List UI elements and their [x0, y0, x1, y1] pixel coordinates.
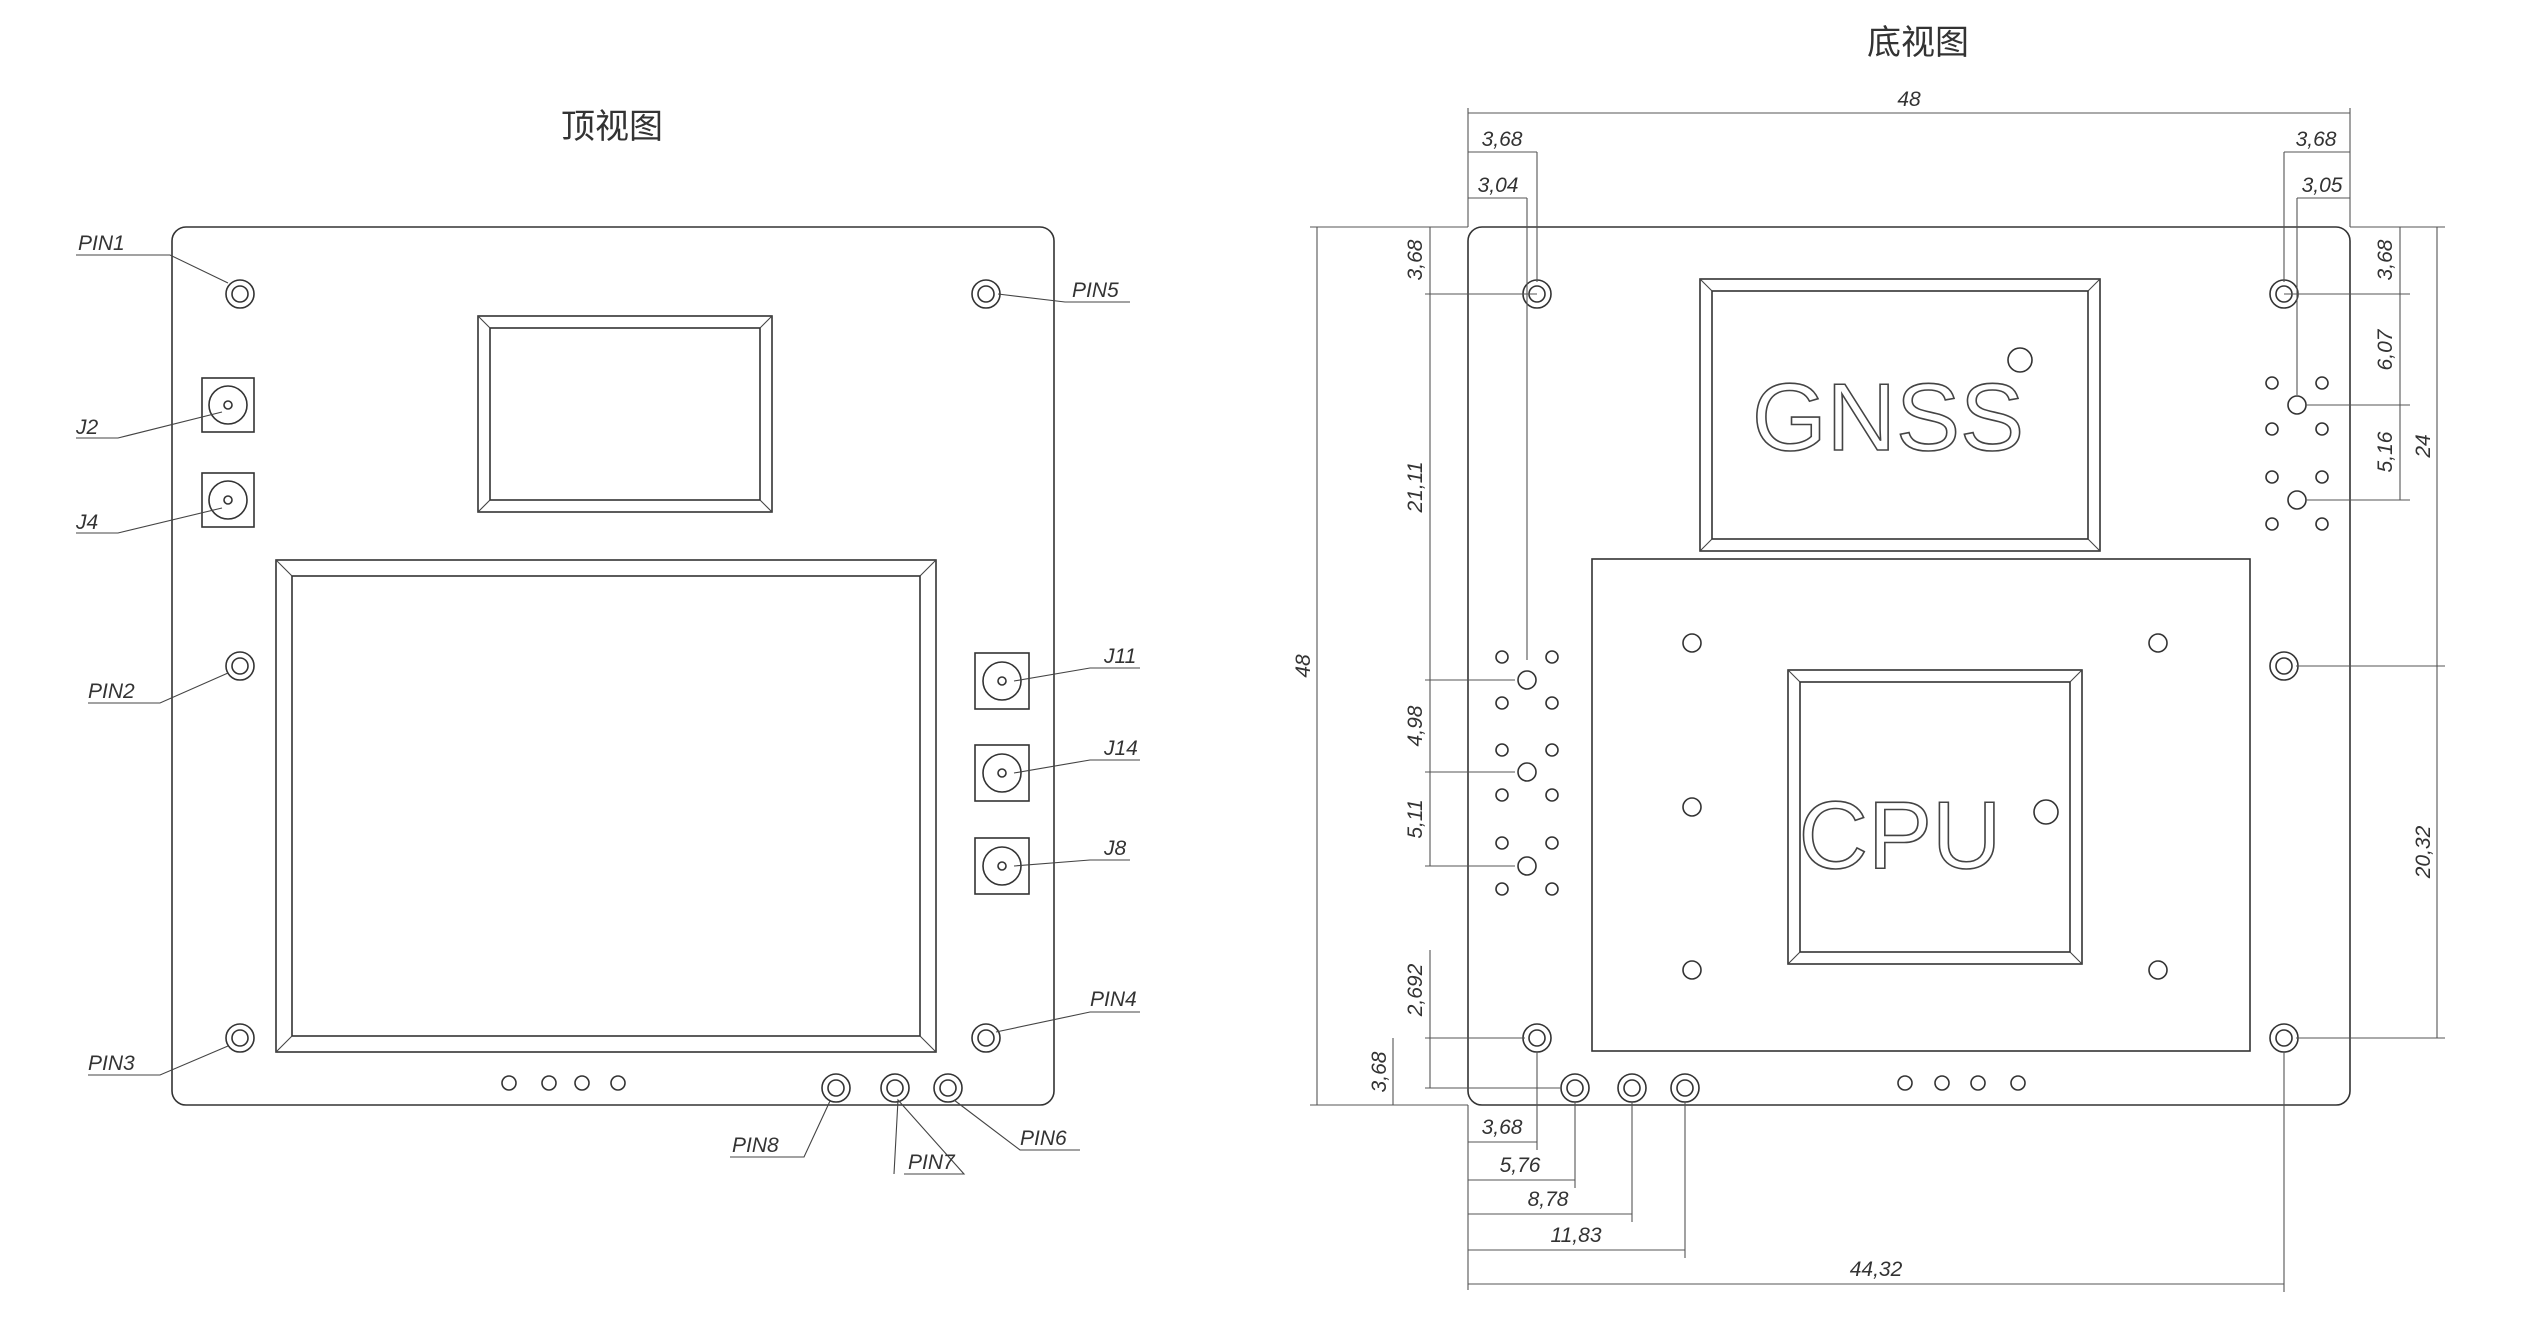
bottom-pin-b3 — [1670, 1073, 1700, 1103]
j4-connector — [201, 472, 255, 528]
label-pin6: PIN6 — [1020, 1127, 1067, 1150]
top-view-title: 顶视图 — [561, 107, 663, 147]
top-leader-lines — [76, 254, 1140, 1175]
dim-right-span-b: 5,16 — [2374, 431, 2397, 472]
bottom-board-outline — [1467, 226, 2351, 1106]
dimension-lines — [1310, 108, 2445, 1292]
bottom-small-holes — [1897, 1075, 2026, 1091]
dim-left-pin-x2: 3,04 — [1478, 174, 1519, 197]
dim-left-pin-x1: 3,68 — [1482, 128, 1523, 151]
pin2-hole — [225, 651, 255, 681]
gnss-label: GNSS — [1752, 364, 2024, 471]
cpu-label: CPU — [1799, 782, 2002, 889]
pin7-hole — [880, 1073, 910, 1103]
cpu-area: CPU — [1591, 558, 2251, 1052]
label-j8: J8 — [1103, 837, 1127, 860]
right-hole-cluster — [2265, 376, 2329, 531]
pin5-hole — [971, 279, 1001, 309]
dim-width: 48 — [1897, 88, 1921, 111]
bottom-pin-bl — [1522, 1023, 1552, 1053]
j8-connector — [974, 837, 1030, 895]
label-pin4: PIN4 — [1090, 988, 1137, 1011]
dim-bottom-x-5: 44,32 — [1850, 1258, 1903, 1281]
dim-left-span-b: 5,11 — [1404, 799, 1427, 838]
bottom-pin-b1 — [1560, 1073, 1590, 1103]
pin1-hole — [225, 279, 255, 309]
dim-right-top-pin-y: 3,68 — [2374, 239, 2397, 280]
label-j11: J11 — [1103, 645, 1136, 668]
gnss-chip: GNSS — [1699, 278, 2101, 552]
label-pin2: PIN2 — [88, 680, 135, 703]
dim-height: 48 — [1292, 654, 1315, 678]
label-pin5: PIN5 — [1072, 279, 1119, 302]
dim-bottom-left-b: 3,68 — [1368, 1051, 1391, 1092]
dim-left-span-long: 21,11 — [1404, 462, 1427, 514]
dim-right-span-lower: 20,32 — [2412, 825, 2435, 879]
dim-right-span-total: 24 — [2412, 434, 2435, 458]
dim-bottom-left-a: 2,692 — [1404, 963, 1427, 1017]
dim-bottom-x-2: 5,76 — [1500, 1154, 1541, 1177]
label-j14: J14 — [1103, 737, 1138, 760]
label-pin1: PIN1 — [78, 232, 125, 255]
pin8-hole — [821, 1073, 851, 1103]
j11-connector — [974, 652, 1030, 710]
pin3-hole — [225, 1023, 255, 1053]
bottom-pin-mr — [2269, 651, 2299, 681]
label-pin8: PIN8 — [732, 1134, 779, 1157]
dim-bottom-x-1: 3,68 — [1482, 1116, 1523, 1139]
label-pin3: PIN3 — [88, 1052, 135, 1075]
bottom-pin-b2 — [1617, 1073, 1647, 1103]
dim-bottom-x-4: 11,83 — [1551, 1224, 1602, 1247]
j2-connector — [201, 377, 255, 433]
top-small-chip — [477, 315, 773, 513]
dim-right-pin-x1: 3,68 — [2296, 128, 2337, 151]
dim-right-span-a: 6,07 — [2374, 328, 2397, 370]
pin6-hole — [933, 1073, 963, 1103]
dim-left-span-a: 4,98 — [1404, 705, 1427, 746]
left-hole-cluster — [1495, 650, 1559, 896]
label-pin7: PIN7 — [908, 1151, 956, 1174]
top-small-holes — [501, 1075, 626, 1091]
label-j4: J4 — [75, 511, 98, 534]
pin4-hole — [971, 1023, 1001, 1053]
bottom-view-title: 底视图 — [1867, 23, 1969, 63]
top-board-outline — [171, 226, 1055, 1106]
dim-right-pin-x2: 3,05 — [2302, 174, 2343, 197]
j14-connector — [974, 744, 1030, 802]
top-view: 顶视图 — [75, 107, 1140, 1175]
label-j2: J2 — [75, 416, 99, 439]
bottom-pin-br — [2269, 1023, 2299, 1053]
dim-top-left-pin-y: 3,68 — [1404, 239, 1427, 280]
bottom-view: 底视图 GNSS CPU — [1292, 23, 2445, 1292]
dim-bottom-x-3: 8,78 — [1528, 1188, 1569, 1211]
top-large-chip — [275, 559, 937, 1053]
